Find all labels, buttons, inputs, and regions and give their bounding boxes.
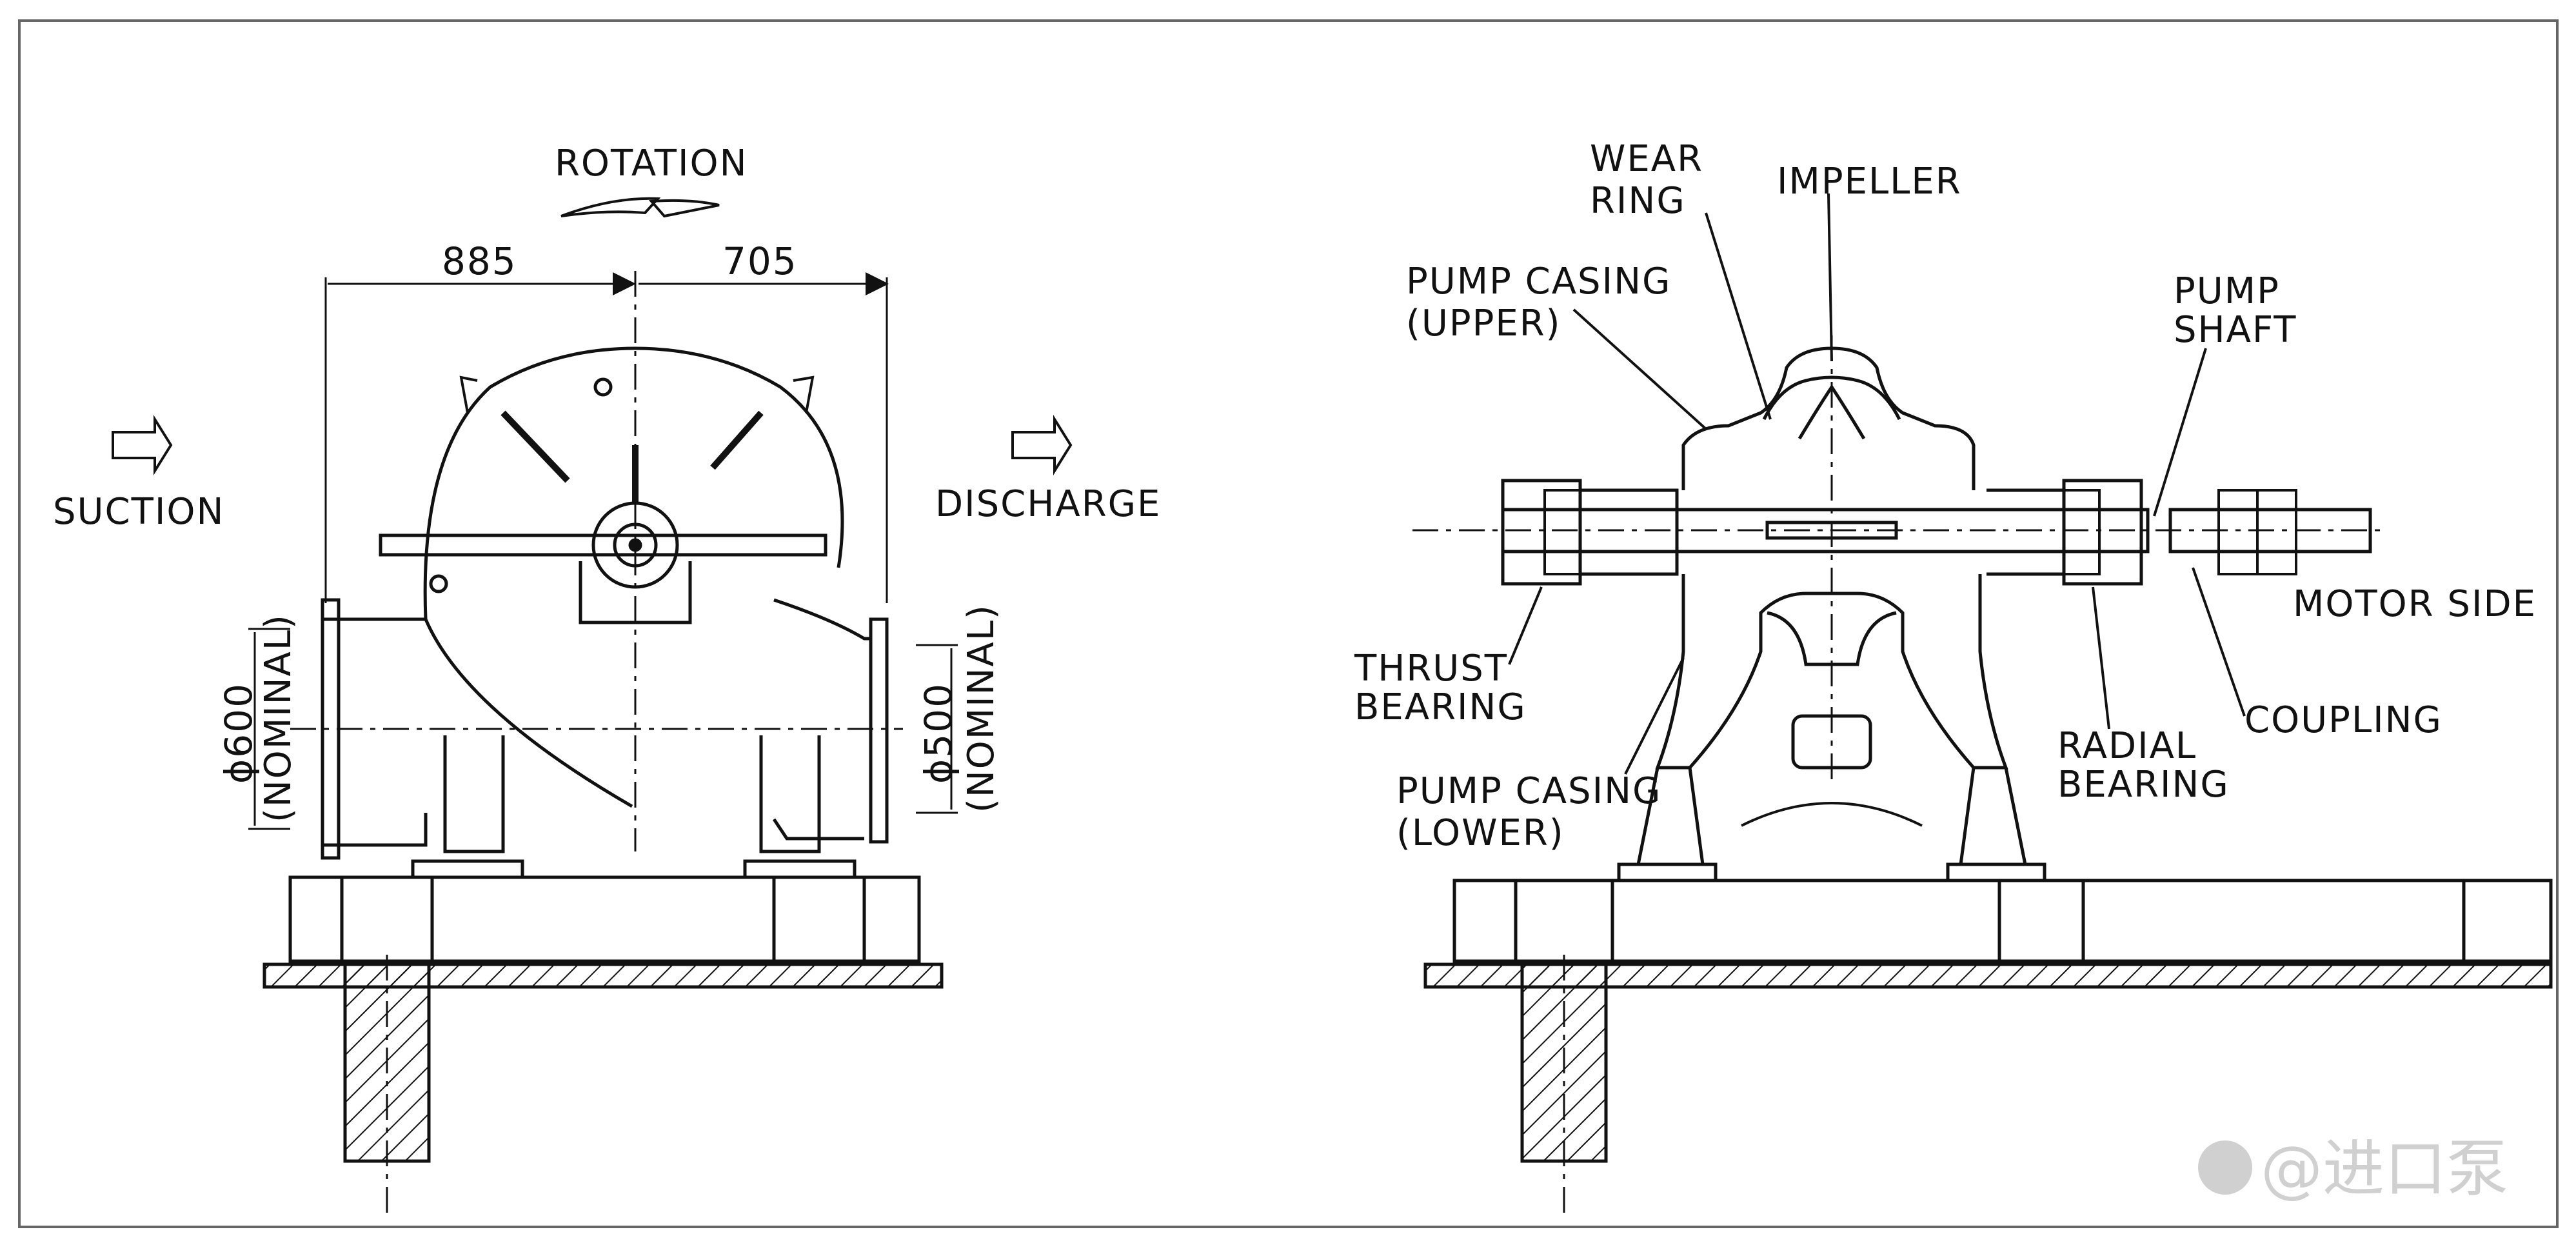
casing-lugs <box>459 375 815 413</box>
watermark: @进口泵 <box>2198 1133 2508 1205</box>
wear-ring-label-line1: WEAR <box>1590 138 1703 180</box>
bolt-mark <box>429 574 448 593</box>
suction-label: SUCTION <box>53 491 224 533</box>
rotation-arrow-head <box>648 199 720 218</box>
foot-plate-right <box>1946 862 2046 882</box>
discharge-arrow-icon <box>1011 415 1073 475</box>
discharge-flange <box>869 617 889 844</box>
suction-passage <box>1791 714 1872 770</box>
bolt-mark <box>593 377 613 397</box>
thrust-bearing-label-line2: BEARING <box>1354 686 1527 728</box>
suction-nominal: (NOMINAL) <box>257 613 299 822</box>
shaft-center <box>628 538 642 552</box>
leader-casing-lower <box>1624 657 1685 775</box>
discharge-pipe <box>772 598 871 841</box>
impeller-label: IMPELLER <box>1777 161 1962 203</box>
section-view <box>1412 193 2553 1213</box>
side-view <box>112 197 1073 1213</box>
radial-bearing-housing <box>2062 479 2143 586</box>
pump-shaft-label-line2: SHAFT <box>2174 309 2297 351</box>
impeller-upper <box>1762 375 1901 421</box>
foot-plate-right <box>743 859 857 879</box>
casing-lower-label-line2: (LOWER) <box>1396 812 1565 854</box>
drawing-frame <box>18 19 2559 1228</box>
discharge-nominal: (NOMINAL) <box>960 604 1002 813</box>
leader-wear-ring <box>1705 212 1772 420</box>
casing-upper-label-line2: (UPPER) <box>1406 303 1561 344</box>
casing-upper-outline <box>1681 346 1976 490</box>
support-foot-left <box>443 735 505 853</box>
rotation-label: ROTATION <box>555 143 748 184</box>
split-flange <box>379 533 827 557</box>
dimension-705: 705 <box>722 239 798 283</box>
dimension-885: 885 <box>442 239 517 283</box>
seal-housing-left <box>1580 488 1679 576</box>
coupling-label: COUPLING <box>2244 699 2442 741</box>
seal-housing-right <box>1986 488 2066 576</box>
floor-hatch <box>1423 962 2553 989</box>
foot-plate-left <box>1617 862 1718 882</box>
casing-upper-label-line1: PUMP CASING <box>1406 261 1671 303</box>
thrust-bearing <box>1543 489 1581 575</box>
volute-upper <box>423 346 844 620</box>
suction-arrow-icon <box>112 415 173 475</box>
coupling-hub-left <box>2217 489 2259 575</box>
rib-right <box>710 410 764 470</box>
watermark-text: @进口泵 <box>2261 1133 2508 1205</box>
rotation-arrow <box>560 197 661 217</box>
wear-ring-label-line2: RING <box>1590 180 1686 222</box>
pump-shaft-label-line1: PUMP <box>2174 270 2280 312</box>
leader-casing-upper <box>1572 308 1707 430</box>
radial-bearing <box>2063 489 2101 575</box>
suction-pipe <box>322 617 633 847</box>
casing-lower-outline <box>1655 574 2008 770</box>
radial-bearing-label-line1: RADIAL <box>2057 725 2197 767</box>
discharge-diameter: ϕ500 <box>916 682 960 784</box>
lower-arc <box>1741 802 1923 827</box>
rib-left <box>500 410 570 483</box>
leader-impeller <box>1827 193 1833 362</box>
motor-side-label: MOTOR SIDE <box>2293 583 2537 625</box>
support-foot-right <box>759 735 821 853</box>
leader-coupling <box>2192 567 2246 717</box>
base-frame <box>288 875 921 963</box>
suction-diameter: ϕ600 <box>217 682 261 784</box>
discharge-label: DISCHARGE <box>935 483 1161 525</box>
bearing-housing <box>579 561 692 624</box>
support-legs <box>1636 767 2027 865</box>
base-frame <box>1452 879 2553 963</box>
casing-lower-label-line1: PUMP CASING <box>1396 770 1661 812</box>
radial-bearing-label-line2: BEARING <box>2057 764 2230 806</box>
shaft-bore <box>613 522 658 568</box>
coupling-hub-right <box>2256 489 2297 575</box>
foot-plate-left <box>411 859 524 879</box>
paw-logo-icon <box>2198 1140 2252 1195</box>
thrust-bearing-housing <box>1501 479 1582 586</box>
motor-shaft <box>2168 508 2372 553</box>
thrust-bearing-label-line1: THRUST <box>1354 648 1508 690</box>
impeller-lower <box>1767 611 1897 666</box>
leader-thrust-bearing <box>1508 586 1543 665</box>
impeller-keyway <box>1765 521 1898 540</box>
leader-radial-bearing <box>2092 586 2110 730</box>
leader-pump-shaft <box>2153 348 2207 517</box>
